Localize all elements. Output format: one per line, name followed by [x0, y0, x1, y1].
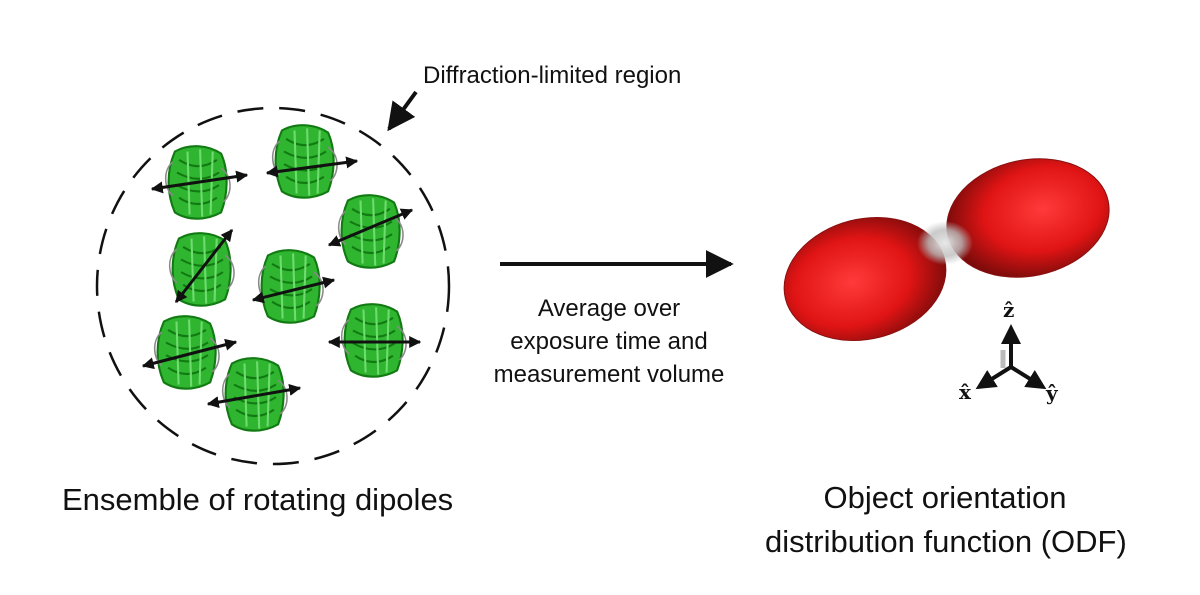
y-axis-label: ŷ	[1046, 381, 1058, 405]
odf-peanut-icon	[783, 158, 1110, 342]
dipole-6	[141, 315, 238, 390]
z-axis-label: ẑ	[1003, 298, 1015, 322]
y-axis-arrow	[1009, 365, 1047, 390]
dipole-arrow-icon	[174, 229, 234, 303]
diffraction-region-label: Diffraction-limited region	[423, 62, 682, 89]
gfp-protein-icon	[153, 315, 221, 390]
x-axis-arrow	[975, 365, 1013, 390]
averaging-caption: Average over exposure time and measureme…	[474, 292, 744, 391]
diffraction-region-circle	[95, 106, 451, 466]
averaging-caption-line: exposure time and	[510, 328, 708, 355]
dipole-5	[251, 249, 336, 324]
averaging-caption-line: measurement volume	[493, 361, 725, 388]
dipole-8	[206, 357, 302, 432]
odf-caption-line: Object orientation	[823, 480, 1067, 515]
gfp-protein-icon	[337, 194, 405, 269]
gfp-protein-icon	[340, 303, 408, 378]
dipole-3	[327, 194, 414, 269]
odf-caption-line: distribution function (ODF)	[765, 524, 1127, 559]
dipole-arrow-icon	[206, 383, 302, 409]
dipole-7	[327, 303, 422, 378]
x-axis-label: x̂	[959, 380, 971, 404]
region-pointer-arrow	[387, 90, 418, 132]
dipole-arrow-icon	[265, 156, 359, 178]
odf-caption: Object orientation distribution function…	[765, 476, 1127, 564]
dipole-arrow-icon	[141, 338, 238, 370]
dipole-4	[168, 229, 236, 307]
dipole-2	[265, 124, 359, 199]
axis-triad-icon	[975, 324, 1047, 390]
dipole-arrow-icon	[327, 208, 414, 247]
dipole-arrow-icon	[150, 170, 249, 194]
ensemble-caption: Ensemble of rotating dipoles	[62, 482, 454, 517]
dipole-1	[150, 145, 249, 220]
averaging-caption-line: Average over	[537, 295, 681, 322]
gfp-protein-icon	[271, 124, 339, 199]
dipole-arrow-icon	[251, 276, 336, 304]
